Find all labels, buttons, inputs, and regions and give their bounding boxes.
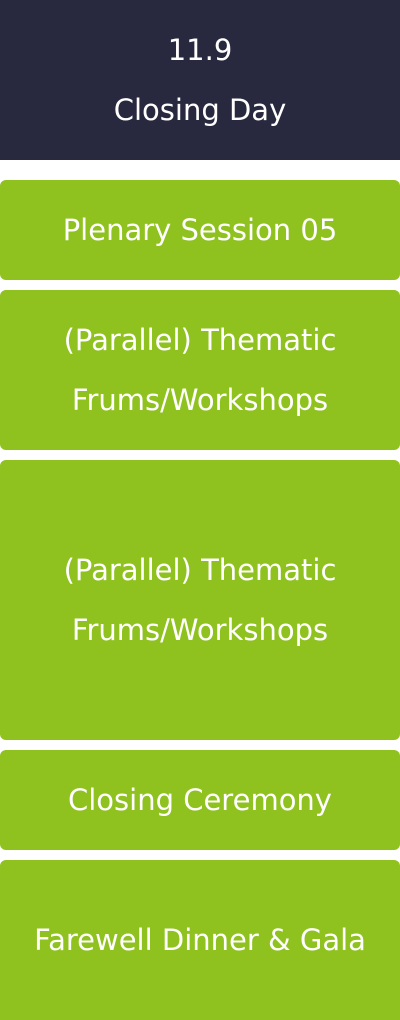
session-card-farewell-dinner[interactable]: Farewell Dinner & Gala [0, 860, 400, 1020]
session-label: Plenary Session 05 [62, 213, 338, 247]
session-label: Farewell Dinner & Gala [34, 923, 366, 957]
session-label: (Parallel) Thematic Frums/Workshops [63, 323, 337, 417]
day-header: 11.9 Closing Day [0, 0, 400, 160]
day-date: 11.9 [167, 33, 233, 67]
session-card-parallel-forums-2[interactable]: (Parallel) Thematic Frums/Workshops [0, 460, 400, 740]
session-card-closing-ceremony[interactable]: Closing Ceremony [0, 750, 400, 850]
session-card-parallel-forums-1[interactable]: (Parallel) Thematic Frums/Workshops [0, 290, 400, 450]
day-title: Closing Day [113, 93, 287, 127]
session-label: (Parallel) Thematic Frums/Workshops [63, 553, 337, 647]
session-label: Closing Ceremony [68, 783, 332, 817]
session-card-plenary-05[interactable]: Plenary Session 05 [0, 180, 400, 280]
